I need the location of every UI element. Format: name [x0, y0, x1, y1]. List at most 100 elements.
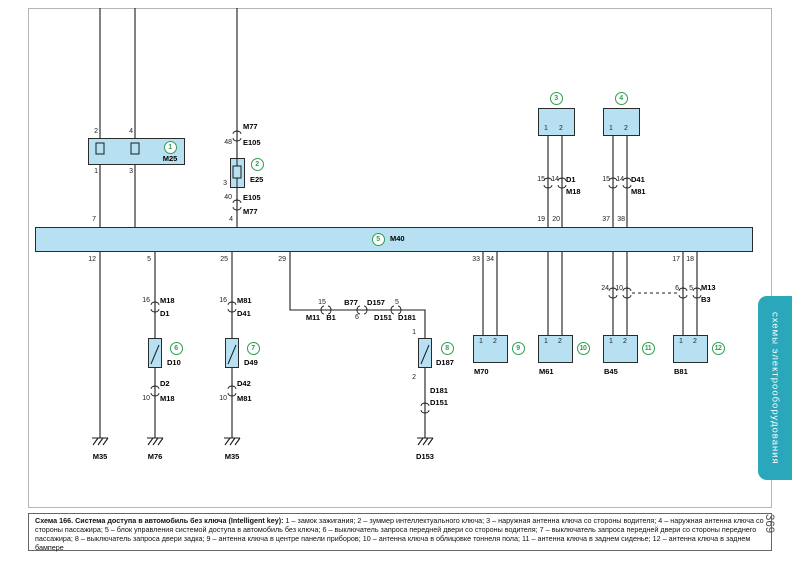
- wire-label-D41: D41: [237, 309, 251, 318]
- wire-label-14: 14: [551, 176, 559, 183]
- wire-label-M81: M81: [237, 394, 252, 403]
- wire-label-2: 2: [623, 338, 627, 345]
- wire-label-M18: M18: [566, 187, 581, 196]
- wire-label-6: 6: [355, 314, 359, 321]
- wire-label-1: 1: [609, 125, 613, 132]
- wire-label-D42: D42: [237, 379, 251, 388]
- block-b81-antenna: [673, 335, 708, 363]
- block-antenna-passenger: [603, 108, 640, 136]
- wire-label-40: 40: [224, 194, 232, 201]
- component-badge-11: 11: [641, 341, 655, 355]
- wire-label-14: 14: [616, 176, 624, 183]
- wire-label-M18: M18: [160, 394, 175, 403]
- wire-label-D1: D1: [566, 175, 576, 184]
- wire-label-20: 20: [552, 216, 560, 223]
- wire-label-D187: D187: [436, 358, 454, 367]
- page-number: 369: [763, 514, 775, 534]
- wire-label-1: 1: [412, 329, 416, 336]
- wire-label-D151: D151: [374, 313, 392, 322]
- wire-label-E105: E105: [243, 138, 261, 147]
- wire-label-D181: D181: [398, 313, 416, 322]
- wire-label-15: 15: [537, 176, 545, 183]
- block-m70-antenna: [473, 335, 508, 363]
- caption-title: Схема 166. Система доступа в автомобиль …: [35, 516, 284, 525]
- wire-label-16: 16: [142, 297, 150, 304]
- wire-label-M13: M13: [701, 283, 716, 292]
- wire-label-M81: M81: [237, 296, 252, 305]
- wire-label-2: 2: [693, 338, 697, 345]
- wire-label-D181: D181: [430, 386, 448, 395]
- wire-label-1: 1: [479, 338, 483, 345]
- wire-label-17: 17: [672, 256, 680, 263]
- wire-label-6: 6: [675, 285, 679, 292]
- diagram-frame: [28, 8, 772, 508]
- chapter-tab: схемы электрооборудования: [758, 296, 792, 480]
- wire-label-D157: D157: [367, 298, 385, 307]
- block-m61-antenna: [538, 335, 573, 363]
- wire-label-5: 5: [689, 285, 693, 292]
- wire-label-12: 12: [88, 256, 96, 263]
- wire-label-1: 1: [544, 338, 548, 345]
- wire-label-7: 7: [92, 216, 96, 223]
- wire-label-33: 33: [472, 256, 480, 263]
- wire-label-M70: M70: [474, 367, 489, 376]
- component-badge-10: 10: [576, 341, 590, 355]
- wire-label-B3: B3: [701, 295, 711, 304]
- wire-label-15: 15: [318, 299, 326, 306]
- wire-label-M77: M77: [243, 122, 258, 131]
- wire-label-1: 1: [94, 168, 98, 175]
- ground-symbol: [92, 437, 109, 446]
- ground-symbol: [224, 437, 241, 446]
- wire-label-3: 3: [223, 180, 227, 187]
- connector-junction-marks: [150, 130, 702, 414]
- component-badge-8: 8: [440, 341, 454, 355]
- wire-label-10: 10: [615, 285, 623, 292]
- bus-m40-control-unit: [35, 227, 753, 252]
- component-badge-6: 6: [169, 341, 183, 355]
- wire-label-3: 3: [129, 168, 133, 175]
- wire-label-M25: M25: [162, 154, 178, 163]
- component-badge-12: 12: [711, 341, 725, 355]
- wire-label-15: 15: [602, 176, 610, 183]
- wire-label-10: 10: [219, 395, 227, 402]
- wire-label-4: 4: [229, 216, 233, 223]
- block-antenna-driver: [538, 108, 575, 136]
- wire-label-48: 48: [224, 139, 232, 146]
- wire-label-25: 25: [220, 256, 228, 263]
- wire-label-M40: M40: [390, 234, 405, 243]
- wire-label-10: 10: [142, 395, 150, 402]
- ground-symbol: [147, 437, 164, 446]
- wire-label-D2: D2: [160, 379, 170, 388]
- component-badge-3: 3: [549, 91, 563, 105]
- component-symbols: [95, 142, 430, 365]
- component-badge-5: 5: [371, 232, 385, 246]
- wire-label-D49: D49: [244, 358, 258, 367]
- wire-label-1: 1: [679, 338, 683, 345]
- wire-label-2: 2: [558, 338, 562, 345]
- wire-label-1: 1: [544, 125, 548, 132]
- wire-label-D153: D153: [416, 452, 434, 461]
- component-badge-4: 4: [614, 91, 628, 105]
- wire-label-5: 5: [147, 256, 151, 263]
- switch-symbol: [150, 344, 160, 365]
- wire-label-2: 2: [94, 128, 98, 135]
- wire-label-2: 2: [624, 125, 628, 132]
- wire-label-B77: B77: [344, 298, 358, 307]
- wire-label-M18: M18: [160, 296, 175, 305]
- wire-label-M61: M61: [539, 367, 554, 376]
- wire-label-D10: D10: [167, 358, 181, 367]
- buzzer-symbol: [232, 165, 242, 179]
- chapter-tab-label: схемы электрооборудования: [769, 311, 781, 465]
- terminal-symbol: [130, 142, 140, 155]
- wire-label-D151: D151: [430, 398, 448, 407]
- wire-label-19: 19: [537, 216, 545, 223]
- block-b45-antenna: [603, 335, 638, 363]
- component-badge-7: 7: [246, 341, 260, 355]
- wire-label-B1: B1: [326, 313, 336, 322]
- wire-label-2: 2: [412, 374, 416, 381]
- wire-label-M11: M11: [305, 313, 321, 322]
- wire-label-4: 4: [129, 128, 133, 135]
- wire-label-24: 24: [601, 285, 609, 292]
- wire-label-M81: M81: [631, 187, 646, 196]
